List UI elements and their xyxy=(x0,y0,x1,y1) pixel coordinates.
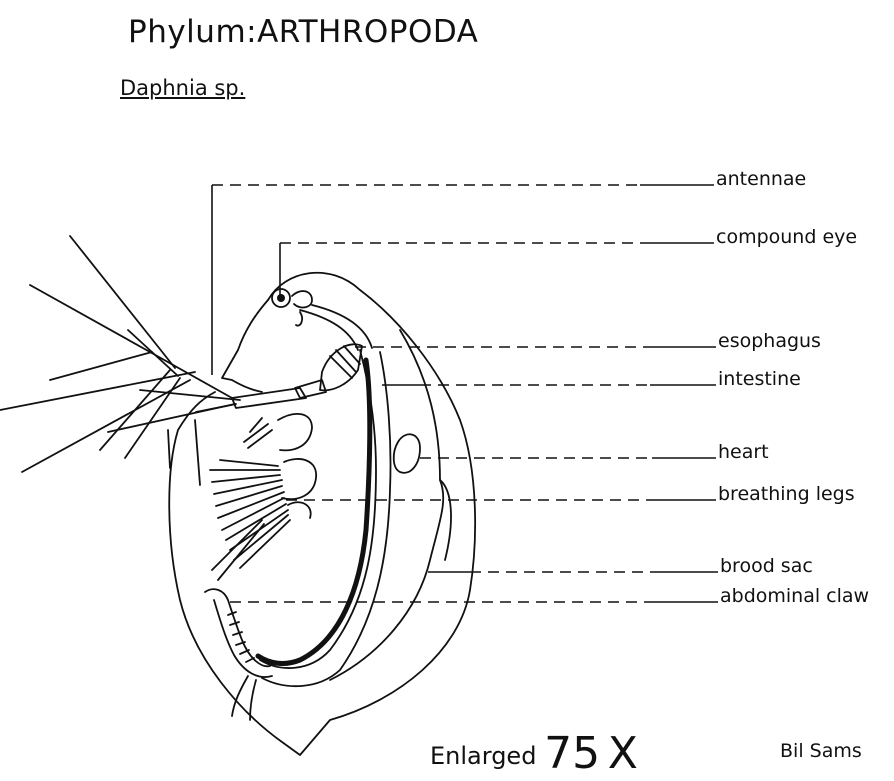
magnification-value: 75 xyxy=(544,728,600,779)
phylum-title: Phylum:ARTHROPODA xyxy=(128,14,478,50)
breathing-legs-drawing xyxy=(210,414,316,580)
label-breathing-legs: breathing legs xyxy=(718,485,855,504)
author-signature: Bil Sams xyxy=(780,740,862,762)
label-antennae: antennae xyxy=(716,170,806,189)
abdominal-claw-drawing xyxy=(205,589,272,720)
label-abdominal-claw: abdominal claw xyxy=(720,587,869,606)
label-compound-eye: compound eye xyxy=(716,228,857,247)
leader-lines xyxy=(212,185,718,602)
label-heart: heart xyxy=(718,443,769,462)
leg-setae xyxy=(210,460,290,580)
label-intestine: intestine xyxy=(718,370,801,389)
magnification-unit: X xyxy=(608,728,638,779)
leader-compound-eye xyxy=(280,243,714,298)
species-subtitle: Daphnia sp. xyxy=(120,76,245,100)
gut-drawing xyxy=(258,305,391,686)
carapace xyxy=(169,273,475,755)
compound-eye-drawing xyxy=(272,289,312,326)
heart-drawing xyxy=(394,434,420,473)
label-brood-sac: brood sac xyxy=(720,557,813,576)
antennae-drawing xyxy=(0,236,306,485)
magnification-note: Enlarged 75 X xyxy=(430,728,638,779)
label-esophagus: esophagus xyxy=(718,332,821,351)
enlarged-word: Enlarged xyxy=(430,742,536,770)
